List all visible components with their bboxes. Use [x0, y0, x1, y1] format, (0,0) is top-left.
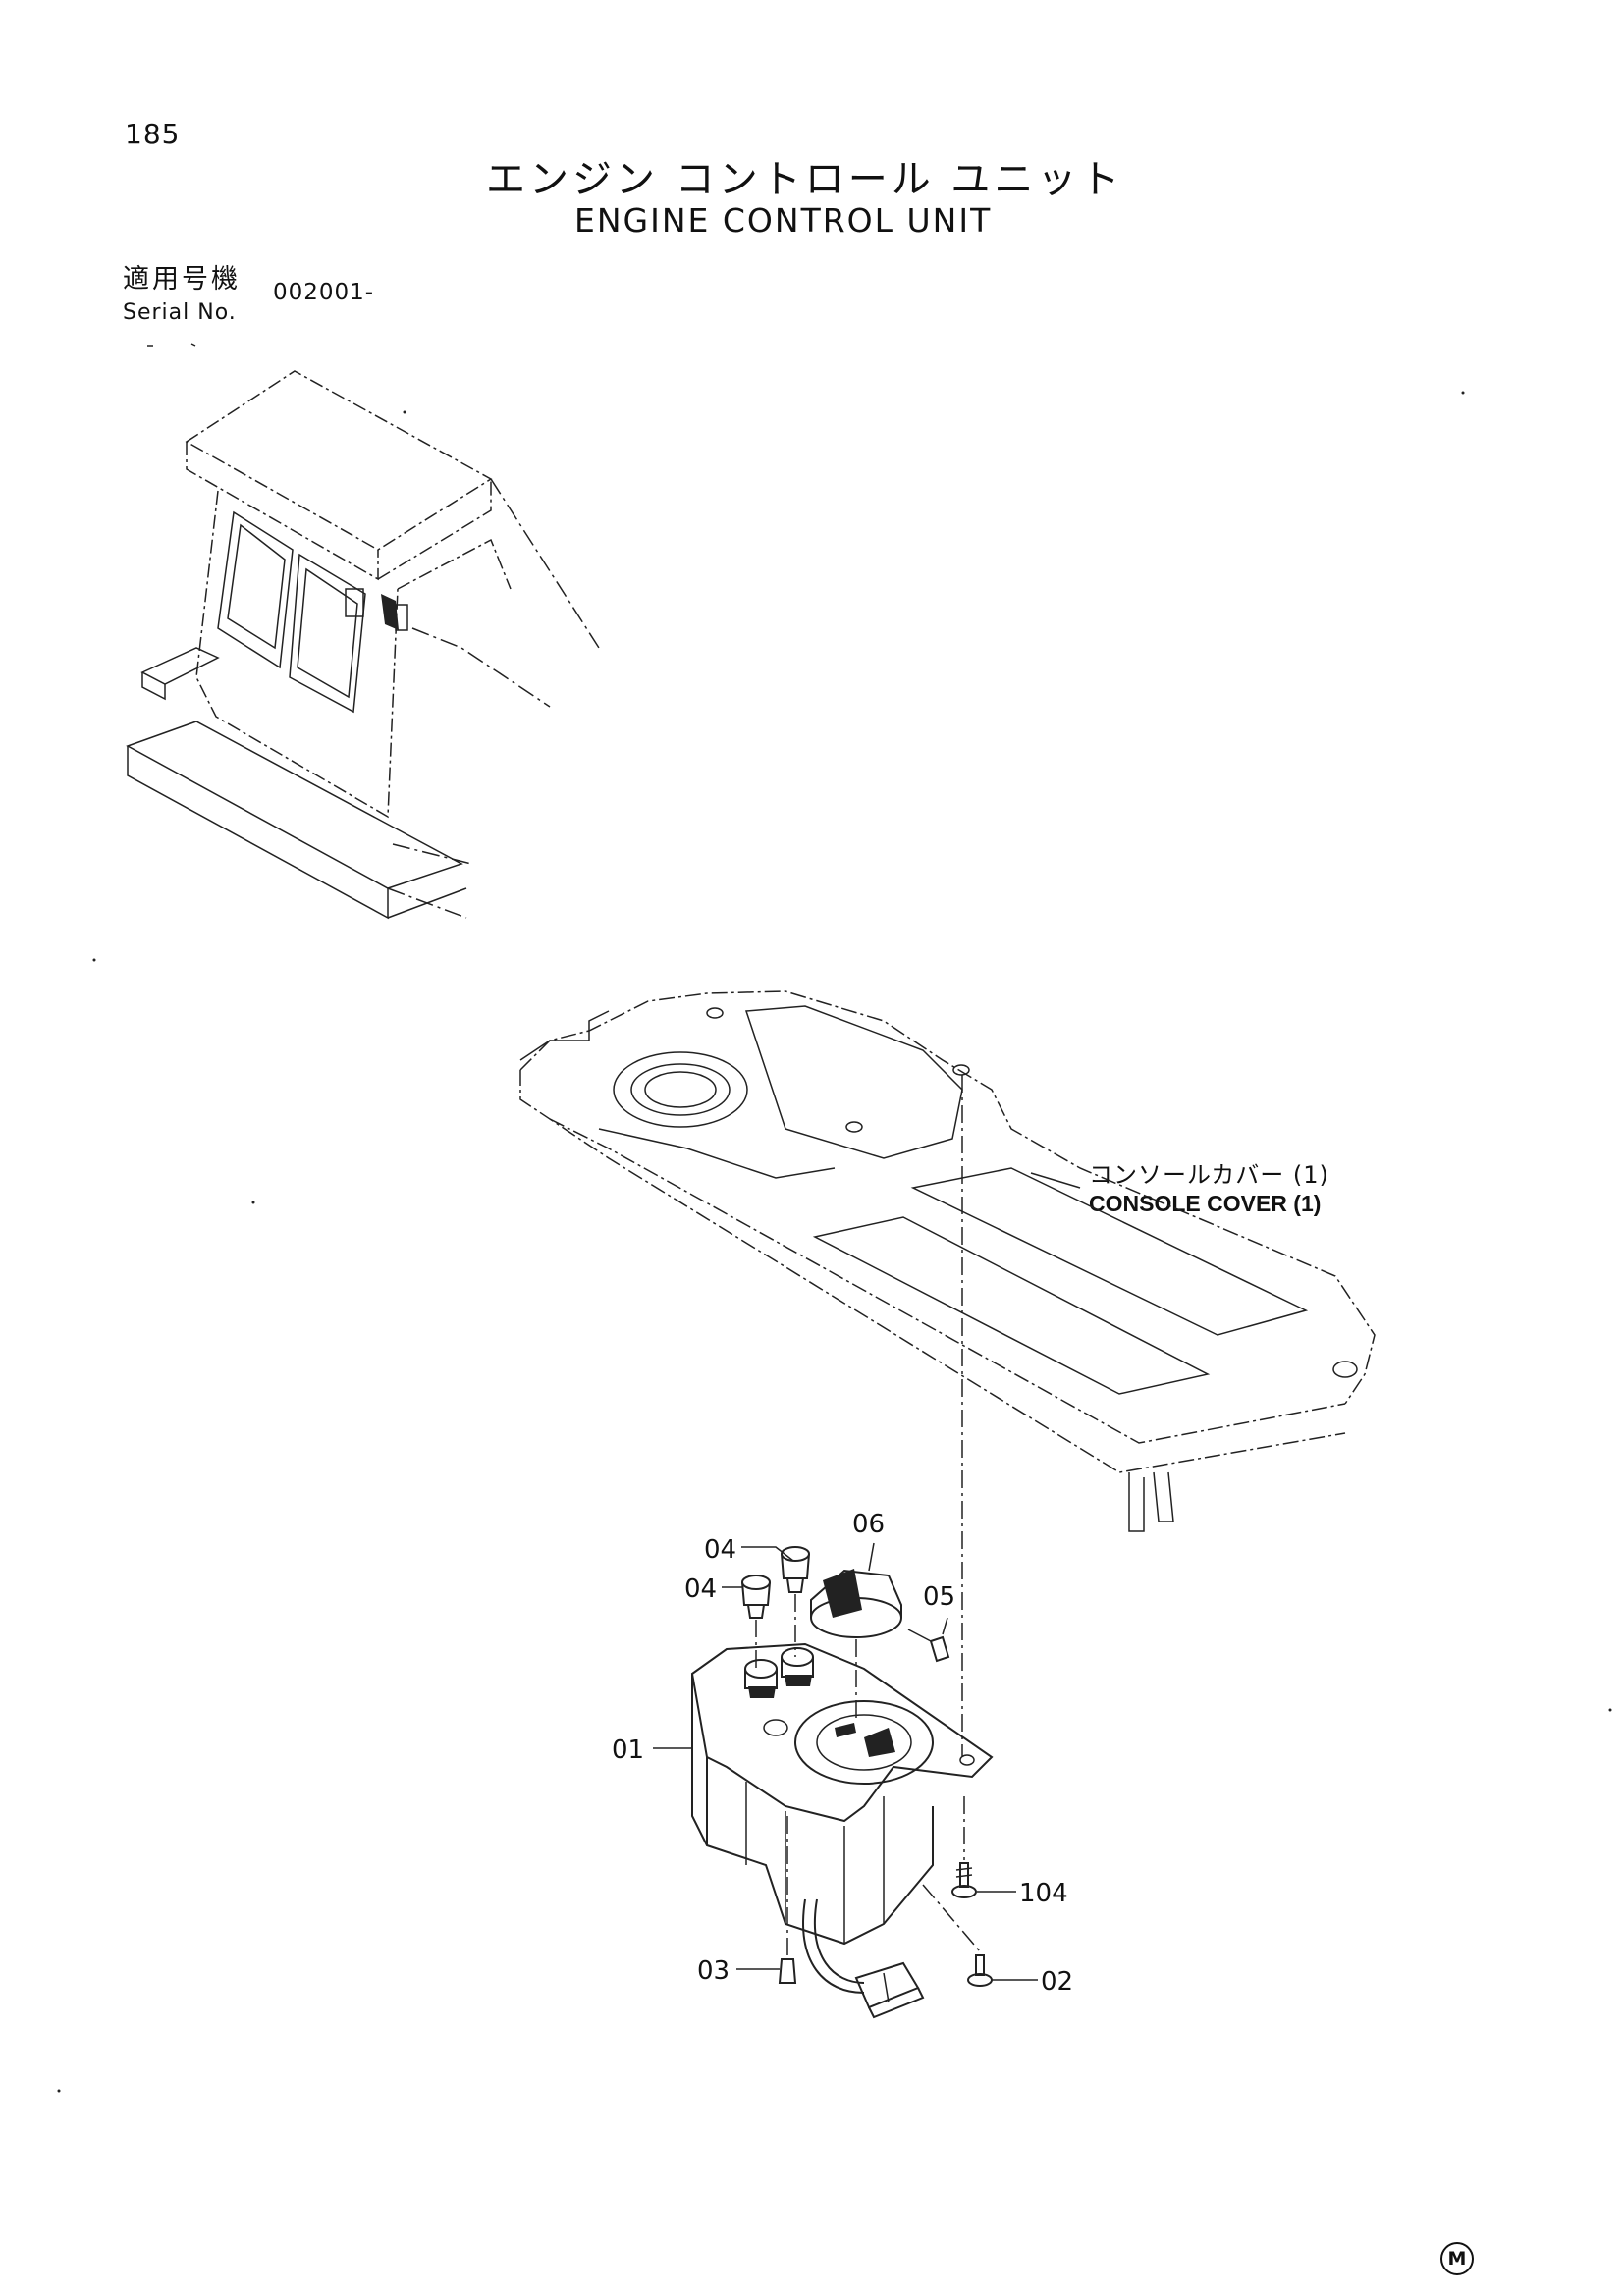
part-label-02: 02: [1041, 1967, 1074, 1997]
engine-control-unit-drawing: [690, 1642, 994, 2019]
pin-05-part: [907, 1629, 950, 1663]
part-leaders: [653, 1542, 1038, 1981]
part-label-04-lower: 04: [684, 1575, 718, 1604]
serial-number-value: 002001-: [273, 280, 375, 305]
console-cover-label-english: CONSOLE COVER (1): [1089, 1191, 1322, 1216]
knob-06-part: [810, 1569, 902, 1723]
console-cover-label-japanese: コンソールカバー (1): [1089, 1161, 1329, 1189]
part-label-01: 01: [612, 1735, 645, 1765]
part-label-04-upper: 04: [704, 1535, 737, 1565]
page-number: 185: [125, 118, 181, 150]
title-japanese: エンジン コントロール ユニット: [486, 157, 1124, 202]
part-label-05: 05: [923, 1582, 956, 1612]
console-cover-drawing: [519, 990, 1376, 1532]
part-label-03: 03: [697, 1956, 731, 1986]
serial-label-english: Serial No.: [123, 300, 237, 325]
cab-overview-drawing: [126, 343, 600, 920]
fasteners: [778, 1796, 993, 1987]
part-label-06: 06: [852, 1510, 886, 1539]
manufacturer-mark: M: [1440, 2242, 1474, 2275]
serial-label-japanese: 適用号機: [123, 264, 241, 294]
part-label-104: 104: [1019, 1879, 1068, 1908]
knob-04-parts: [741, 1546, 810, 1669]
title-english: ENGINE CONTROL UNIT: [574, 201, 993, 240]
scan-dots: [57, 391, 1612, 2093]
